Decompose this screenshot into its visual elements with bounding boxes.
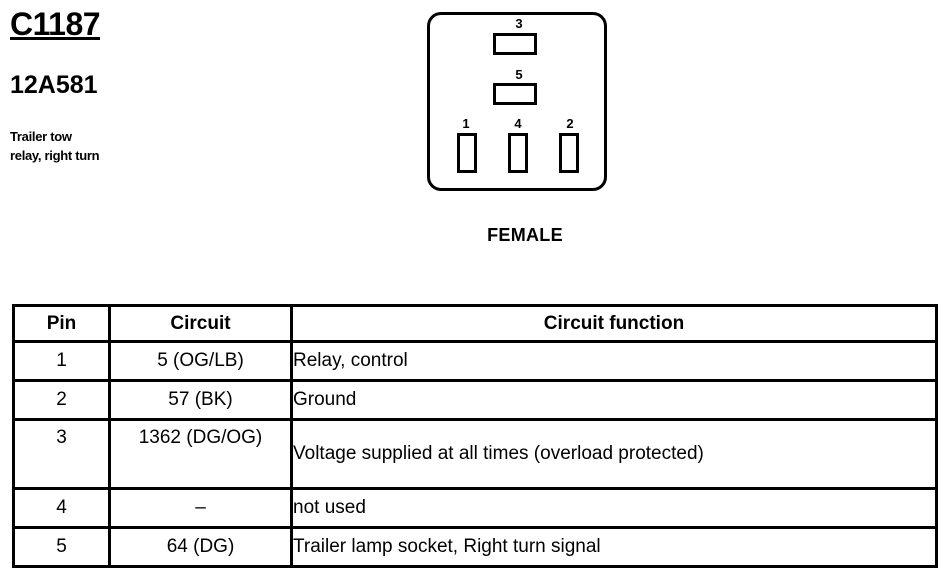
function-cell: Ground [290, 379, 938, 421]
function-cell: Relay, control [290, 340, 938, 382]
circuit-column-header: Circuit [108, 304, 293, 343]
function-cell: Trailer lamp socket, Right turn signal [290, 526, 938, 568]
pin-cell: 5 [12, 526, 111, 568]
pin-label-2: 2 [566, 116, 574, 131]
pin-cell: 1 [12, 340, 111, 382]
pin-cell: 4 [12, 487, 111, 529]
table-row: 4 – not used [12, 487, 938, 529]
pin-label-4: 4 [514, 116, 522, 131]
pinout-table: Pin Circuit Circuit function 1 5 (OG/LB)… [12, 304, 938, 568]
connector-id: C1187 [10, 6, 101, 42]
pin-label-3: 3 [515, 16, 523, 31]
pin-label-5: 5 [515, 67, 523, 82]
table-row: 3 1362 (DG/OG) Voltage supplied at all t… [12, 418, 938, 490]
description-line-1: Trailer tow [10, 129, 72, 144]
table-header-row: Pin Circuit Circuit function [12, 304, 938, 343]
circuit-cell: – [108, 487, 293, 529]
function-column-header: Circuit function [290, 304, 938, 343]
circuit-cell: 1362 (DG/OG) [108, 418, 293, 490]
pin-cavity-1 [457, 133, 477, 173]
pin-cavity-2 [559, 133, 579, 173]
table-row: 1 5 (OG/LB) Relay, control [12, 340, 938, 382]
function-cell: Voltage supplied at all times (overload … [290, 418, 938, 490]
connector-face-diagram: 3 5 1 4 2 [427, 12, 607, 191]
description-line-2: relay, right turn [10, 148, 100, 163]
pin-cell: 2 [12, 379, 111, 421]
circuit-cell: 5 (OG/LB) [108, 340, 293, 382]
pin-column-header: Pin [12, 304, 111, 343]
circuit-cell: 64 (DG) [108, 526, 293, 568]
pin-cavity-3 [493, 33, 537, 55]
pin-cell: 3 [12, 418, 111, 490]
circuit-cell: 57 (BK) [108, 379, 293, 421]
pin-cavity-5 [493, 83, 537, 105]
pin-label-1: 1 [462, 116, 470, 131]
table-row: 5 64 (DG) Trailer lamp socket, Right tur… [12, 526, 938, 568]
pin-cavity-4 [508, 133, 528, 173]
function-cell: not used [290, 487, 938, 529]
connector-description: Trailer tow relay, right turn [10, 127, 100, 165]
part-number: 12A581 [10, 71, 98, 99]
table-row: 2 57 (BK) Ground [12, 379, 938, 421]
connector-gender-label: FEMALE [487, 225, 563, 245]
